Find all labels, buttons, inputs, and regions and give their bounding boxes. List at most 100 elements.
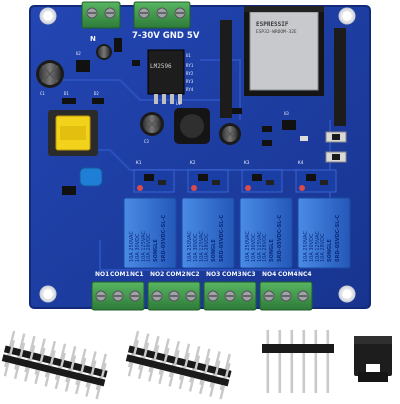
- reset-button[interactable]: [325, 131, 347, 143]
- film-capacitor: [79, 167, 103, 187]
- relay-2-brand: SONGLE: [211, 239, 217, 262]
- terminal-block-power-n[interactable]: [81, 1, 121, 29]
- terminal-label-com3: COM3: [222, 271, 242, 278]
- header-pin: [13, 364, 20, 380]
- silk-k1: K1: [136, 161, 142, 166]
- header-pin: [153, 335, 160, 352]
- terminal-block-power-input[interactable]: [133, 1, 191, 29]
- header-pin: [194, 346, 201, 363]
- header-pin: [100, 362, 107, 379]
- header-pin: [326, 353, 330, 393]
- terminal-label-no3: NO3: [206, 271, 221, 278]
- relay-2: [181, 197, 235, 269]
- electrolytic-capacitor: [219, 123, 241, 145]
- header-pin: [142, 342, 150, 359]
- module-model-label: ESP32-WROOM-32E: [256, 30, 297, 35]
- header-pin: [158, 369, 165, 385]
- header-pin: [69, 355, 77, 372]
- header-pin: [85, 382, 91, 397]
- header-pin: [19, 333, 26, 350]
- relay-1: [123, 197, 177, 269]
- header-pin: [90, 360, 97, 377]
- voltage-regulator-chip: [147, 49, 185, 104]
- header-pin: [132, 340, 140, 357]
- header-pin: [163, 347, 170, 364]
- power-inductor: [174, 108, 210, 144]
- header-pin: [278, 330, 282, 344]
- relay-2-ratings: 10A 250VAC 10A 30VDC 10A 125VAC 10A 28VD…: [187, 231, 211, 262]
- regulator-label: LM2596: [150, 63, 172, 70]
- header-pin: [278, 353, 282, 393]
- header-pin: [59, 352, 66, 369]
- header-pin: [178, 375, 185, 390]
- header-pin: [3, 362, 10, 377]
- power-input-label: 7-30V GND 5V: [132, 31, 200, 41]
- header-pin: [39, 347, 46, 364]
- terminal-label-no4: NO4: [262, 271, 277, 278]
- mounting-holes: [39, 7, 356, 303]
- header-pin: [49, 340, 56, 358]
- header-plastic-strip: [1, 354, 106, 387]
- header-pin: [80, 348, 87, 365]
- silk-ry1: RY1: [186, 63, 194, 68]
- transformer: [48, 110, 98, 156]
- board-pin-header-right: [334, 28, 346, 126]
- header-plastic-strip: [262, 344, 334, 353]
- header-plastic-strip: [125, 354, 230, 387]
- terminal-block-relay-4[interactable]: [259, 281, 313, 311]
- header-pin: [34, 369, 41, 385]
- header-pin: [326, 330, 330, 344]
- header-pin: [49, 350, 56, 367]
- header-pin: [199, 380, 205, 395]
- header-pin: [219, 385, 226, 400]
- header-pin: [100, 353, 107, 370]
- silk-u2: U2: [76, 51, 81, 56]
- header-pin: [224, 353, 231, 370]
- relay-4-brand: SONGLE: [327, 239, 333, 262]
- header-pin: [8, 340, 16, 357]
- pin-header-2x10-a: [1, 330, 108, 400]
- terminal-label-nc4: NC4: [298, 271, 312, 278]
- relay-3-model: SRD-05VDC-SL-C: [277, 214, 283, 262]
- header-pin: [133, 330, 140, 347]
- relay-3: [239, 197, 293, 269]
- electrolytic-capacitor: [140, 112, 164, 136]
- header-pin: [183, 343, 191, 360]
- terminal-label-no1: NO1: [95, 271, 110, 278]
- silk-l1: L1: [176, 101, 181, 106]
- header-pin: [188, 377, 195, 392]
- header-pin: [90, 351, 97, 368]
- relay-4-ratings: 10A 250VAC 10A 30VDC 10A 125VAC 10A 28VD…: [303, 231, 327, 262]
- terminal-label-com4: COM4: [278, 271, 298, 278]
- terminal-label-nc1: NC1: [130, 271, 144, 278]
- terminal-block-relay-2[interactable]: [147, 281, 201, 311]
- header-pin: [204, 357, 211, 374]
- relay-4: [297, 197, 351, 269]
- power-n-label: N: [90, 35, 96, 43]
- header-pin: [75, 380, 81, 395]
- relay-4-model: SRD-05VDC-SL-C: [335, 214, 341, 262]
- header-pin: [314, 353, 318, 393]
- silk-k4: K4: [298, 161, 304, 166]
- terminal-block-relay-1[interactable]: [91, 281, 145, 311]
- header-pin: [193, 355, 201, 372]
- pin-header-1x6: [262, 330, 334, 393]
- terminal-label-no2: NO2: [150, 271, 165, 278]
- jumper-cap: [354, 336, 392, 382]
- electrolytic-capacitor: [96, 44, 112, 60]
- smd-components: [62, 38, 308, 195]
- header-pin: [29, 335, 36, 352]
- header-pin: [70, 346, 77, 363]
- boot-button[interactable]: [325, 151, 347, 163]
- header-pin: [29, 345, 36, 362]
- header-pin: [266, 353, 270, 393]
- silk-c3: C3: [144, 139, 149, 144]
- header-pin: [44, 372, 51, 387]
- esp32-module: [244, 6, 324, 96]
- terminal-block-relay-3[interactable]: [203, 281, 257, 311]
- header-pin: [302, 353, 306, 393]
- header-pin: [290, 353, 294, 393]
- header-pin: [214, 351, 221, 368]
- header-pin: [168, 372, 175, 387]
